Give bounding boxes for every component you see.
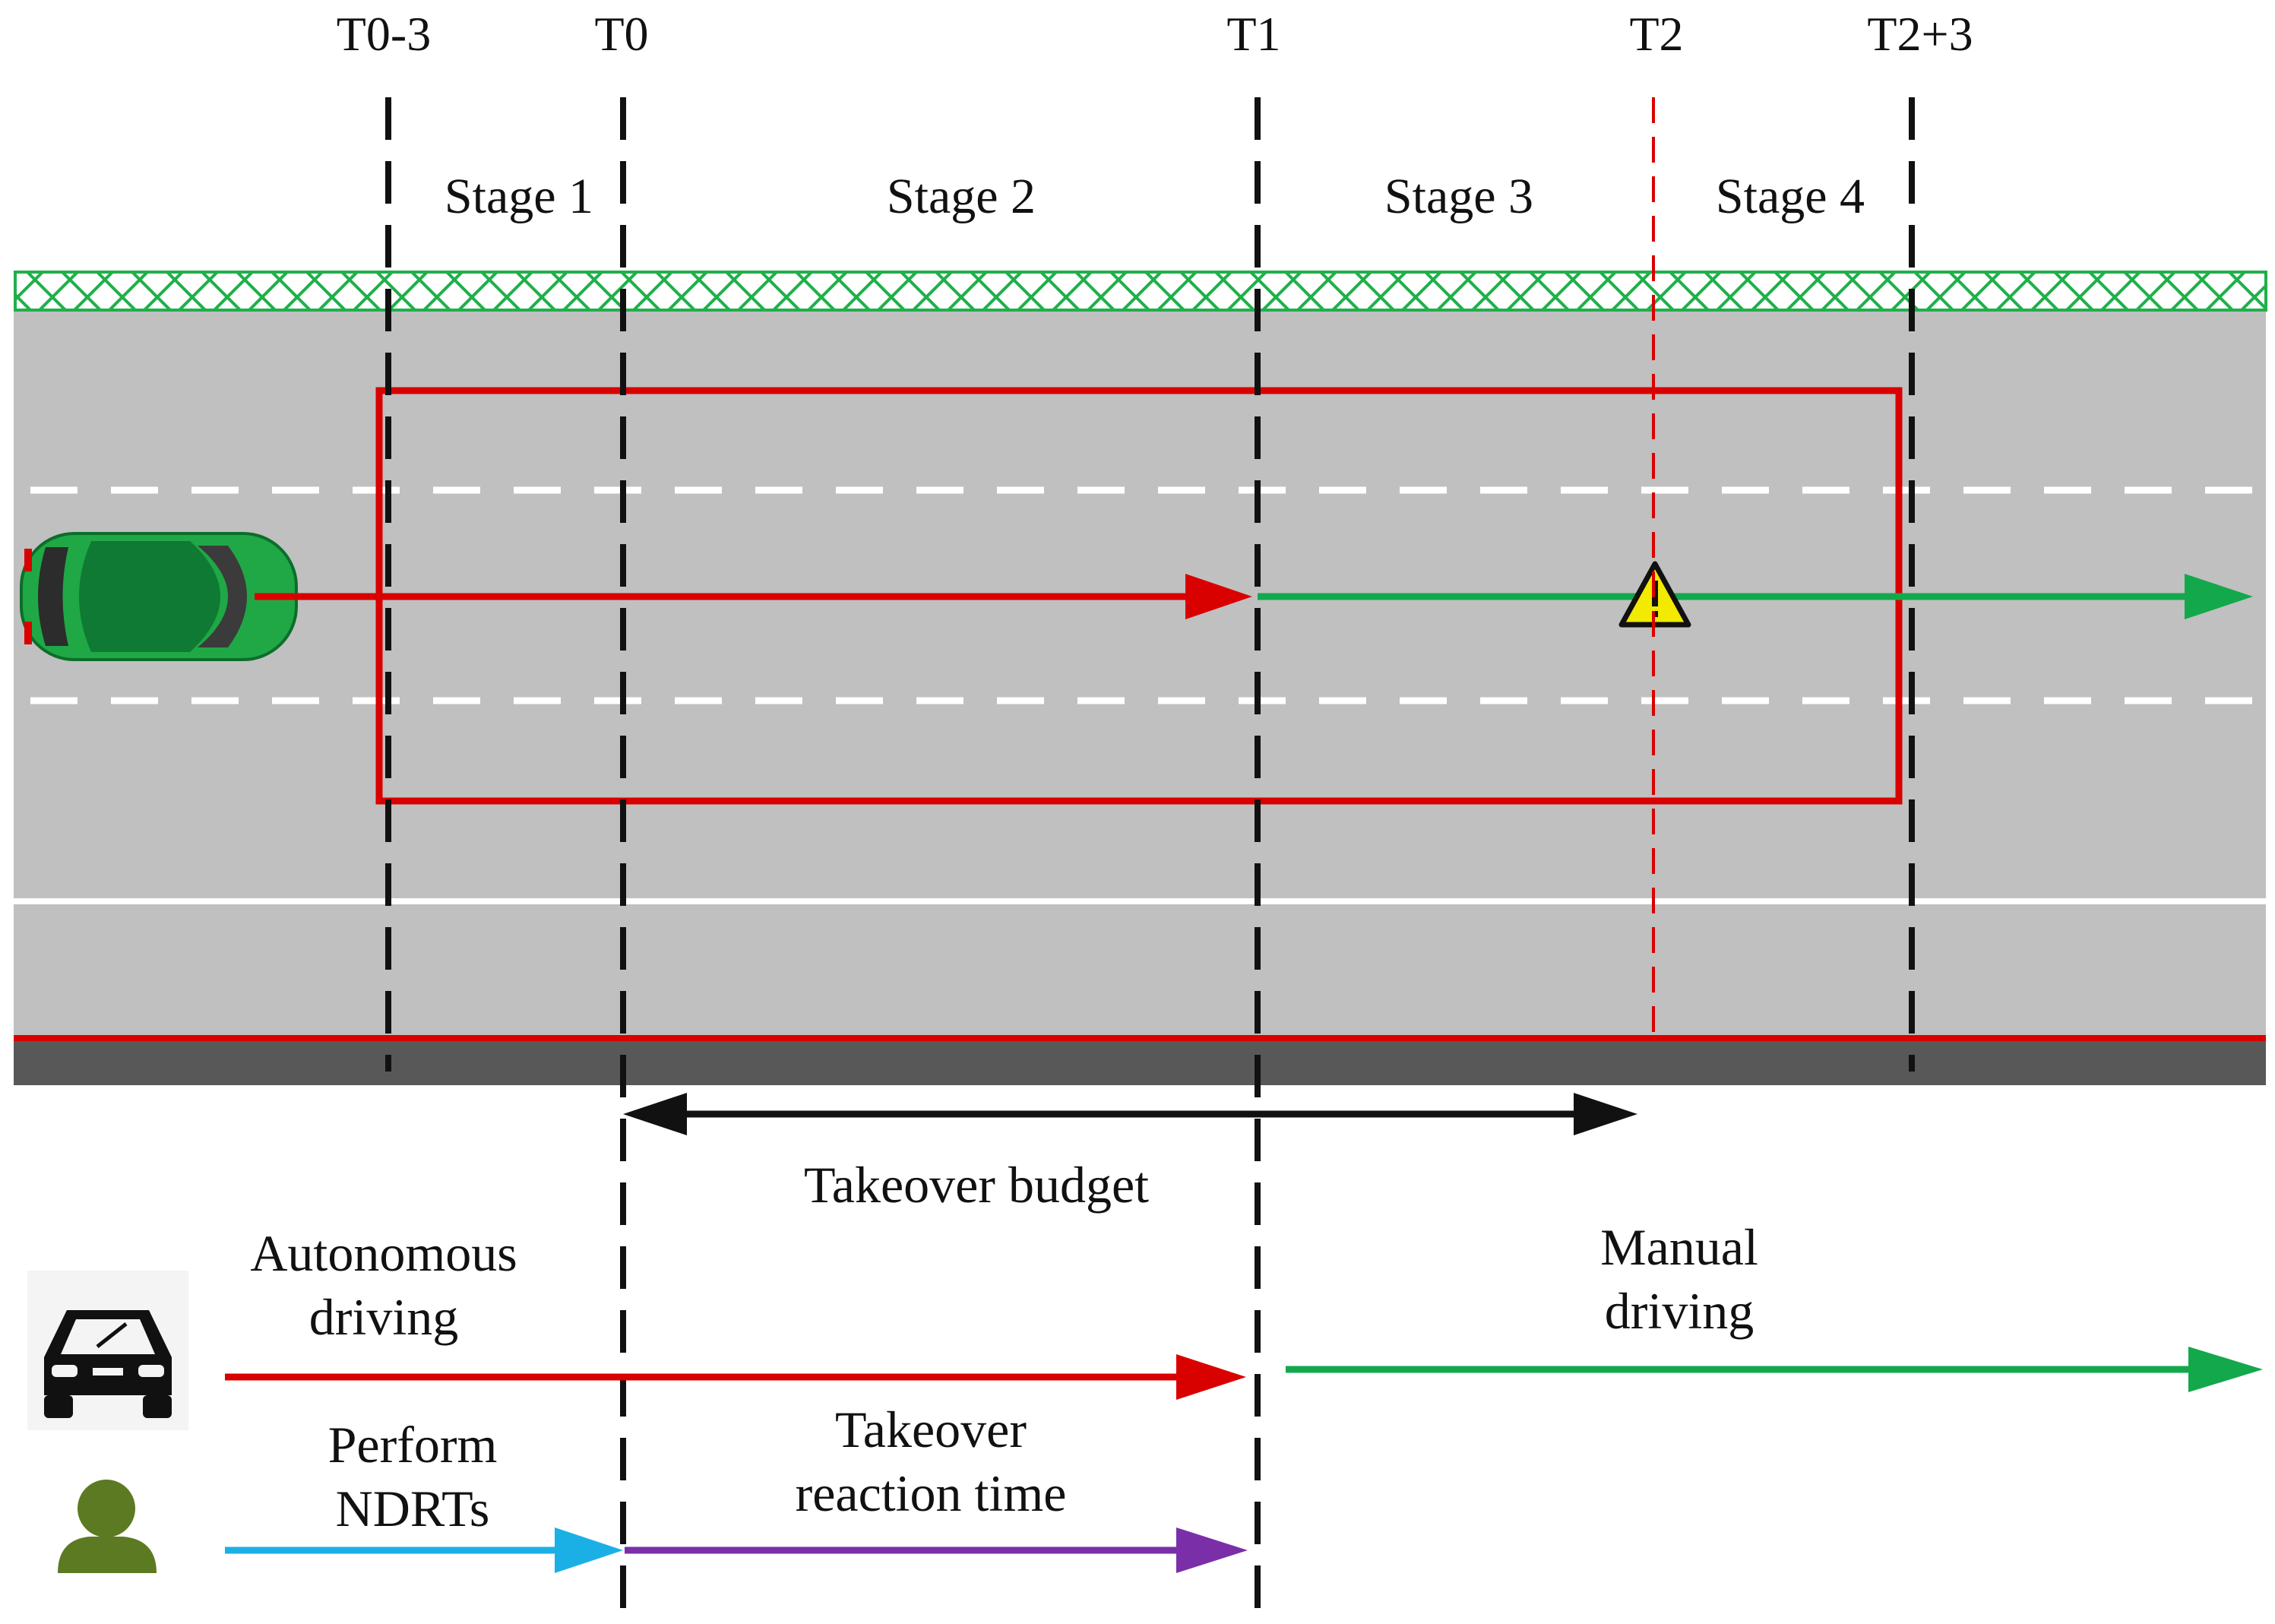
car-icon bbox=[20, 532, 298, 661]
autonomous-driving-arrow bbox=[225, 1354, 1246, 1400]
time-label-t1: T1 bbox=[1226, 7, 1280, 61]
person-icon bbox=[58, 1480, 157, 1573]
time-label-t2+3: T2+3 bbox=[1867, 7, 1973, 61]
time-lines bbox=[385, 97, 1915, 1610]
manual-driving-line1: Manual bbox=[1600, 1218, 1758, 1276]
stage-label-4: Stage 4 bbox=[1716, 169, 1865, 224]
reaction-time-arrow bbox=[625, 1527, 1248, 1573]
perform-ndrts-line1: Perform bbox=[328, 1416, 498, 1474]
road-shoulder bbox=[14, 1040, 2266, 1085]
ndrt-arrow bbox=[225, 1527, 623, 1573]
time-label-t0: T0 bbox=[594, 7, 648, 61]
takeover-budget-arrow bbox=[623, 1093, 1637, 1135]
autonomous-driving-line1: Autonomous bbox=[250, 1224, 517, 1282]
stage-label-1: Stage 1 bbox=[445, 169, 593, 224]
car-front-icon bbox=[27, 1271, 188, 1430]
stage-label-3: Stage 3 bbox=[1384, 169, 1533, 224]
manual-driving-arrow bbox=[1286, 1347, 2263, 1392]
takeover-reaction-line2: reaction time bbox=[796, 1464, 1067, 1522]
stage-label-2: Stage 2 bbox=[887, 169, 1036, 224]
hedge-strip bbox=[14, 271, 2267, 312]
road-manual-arrow bbox=[1258, 574, 2253, 619]
time-label-t0-3: T0-3 bbox=[337, 7, 431, 61]
time-label-t2: T2 bbox=[1629, 7, 1683, 61]
perform-ndrts-line2: NDRTs bbox=[336, 1480, 490, 1537]
manual-driving-line2: driving bbox=[1605, 1282, 1754, 1340]
takeover-reaction-line1: Takeover bbox=[835, 1401, 1027, 1458]
autonomous-driving-line2: driving bbox=[309, 1288, 458, 1346]
road-autonomous-arrow bbox=[255, 574, 1252, 619]
takeover-budget-label: Takeover budget bbox=[804, 1156, 1149, 1214]
